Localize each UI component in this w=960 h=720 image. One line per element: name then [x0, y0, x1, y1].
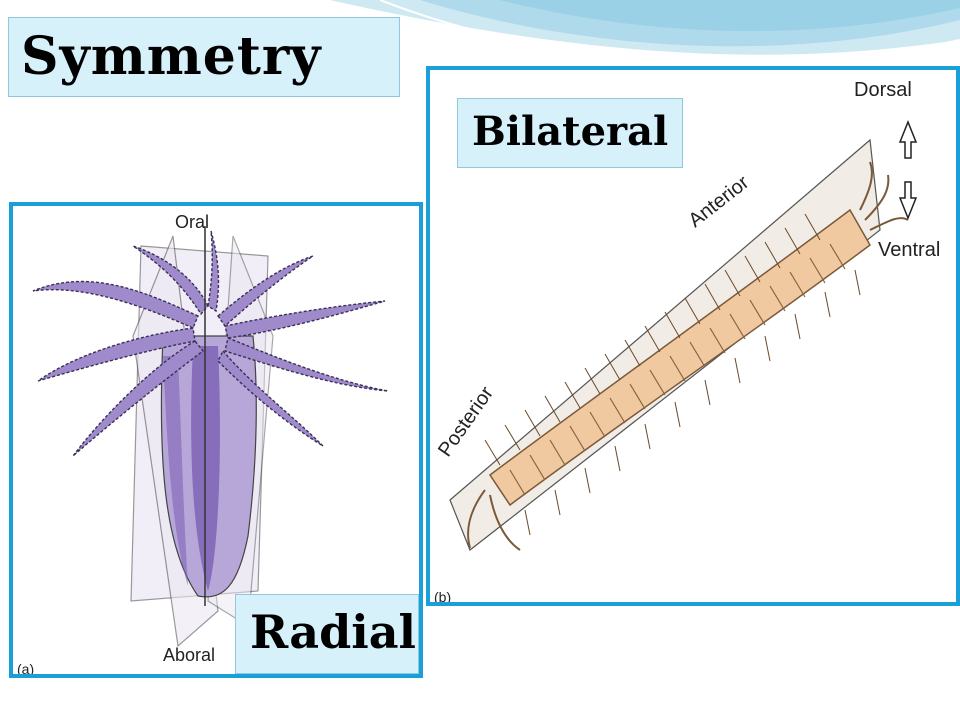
radial-label-box: Radial	[235, 594, 419, 674]
dorsal-label: Dorsal	[854, 79, 912, 101]
radial-label: Radial	[250, 605, 417, 659]
radial-panel: Oral Aboral (a) Radial	[9, 202, 423, 678]
dorsal-arrow-icon	[898, 119, 918, 159]
bilateral-label-box: Bilateral	[457, 98, 683, 168]
bilateral-label: Bilateral	[472, 108, 669, 155]
slide-title: Symmetry	[21, 26, 322, 87]
anterior-label: Anterior	[685, 171, 754, 232]
ventral-label: Ventral	[878, 239, 940, 261]
title-box: Symmetry	[8, 17, 400, 97]
oral-label: Oral	[175, 212, 209, 232]
posterior-label: Posterior	[434, 382, 498, 460]
bilateral-panel: Dorsal Ventral Anterior Posterior (b) Bi…	[426, 66, 960, 606]
segmented-worm-illustration: Dorsal Ventral Anterior Posterior (b)	[434, 79, 940, 602]
ventral-arrow-icon	[898, 181, 918, 221]
figure-letter-a: (a)	[17, 661, 34, 674]
figure-letter-b: (b)	[434, 589, 451, 602]
header-swoosh	[330, 0, 960, 65]
aboral-label: Aboral	[163, 645, 215, 665]
radial-animal-illustration: Oral Aboral (a)	[17, 212, 389, 674]
